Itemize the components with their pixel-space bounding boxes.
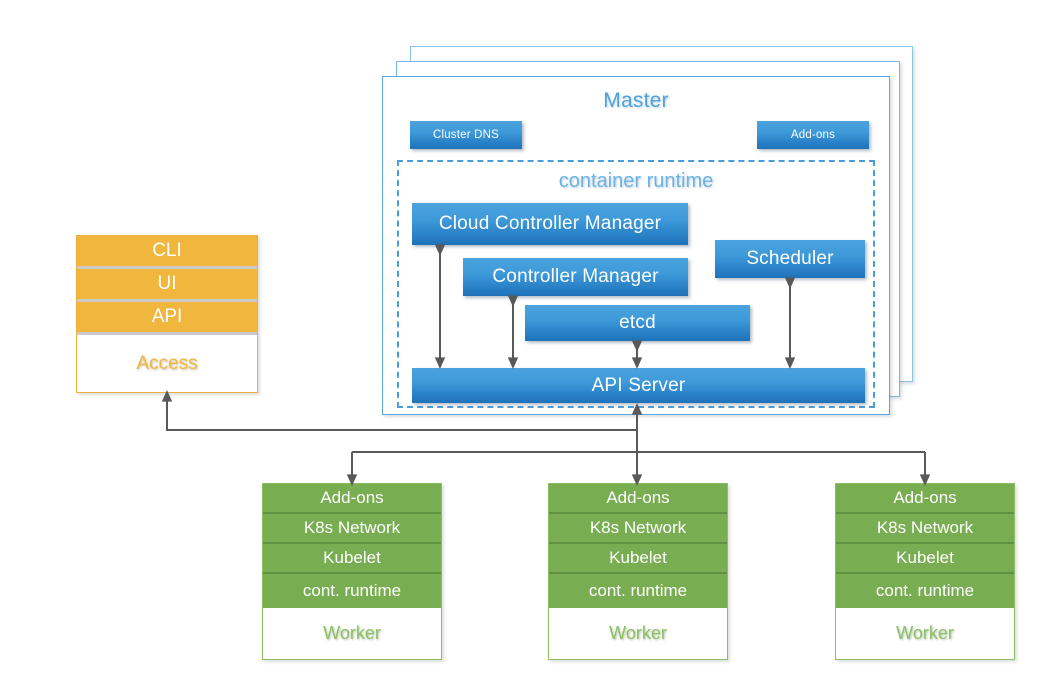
scheduler-label: Scheduler [746,248,834,269]
access-row-api-label: API [151,306,183,327]
worker-1-row-cont-runtime-label: cont. runtime [302,581,402,600]
worker-2-row-k8s-network-label: K8s Network [589,518,687,537]
worker-3-row-kubelet-label: Kubelet [896,548,954,567]
access-row-api[interactable]: API [77,302,257,335]
access-row-cli[interactable]: CLI [77,236,257,269]
worker-2-row-cont-runtime-label: cont. runtime [588,581,688,600]
worker-1-row-addons[interactable]: Add-ons [263,484,441,514]
worker-3-row-cont-runtime-label: cont. runtime [875,581,975,600]
controller-manager-box[interactable]: Controller Manager [463,258,688,296]
worker-1-row-k8s-network[interactable]: K8s Network [263,514,441,544]
worker-3-footer-label: Worker [836,608,1014,659]
worker-2-row-kubelet-label: Kubelet [609,548,667,567]
worker-1-row-k8s-network-label: K8s Network [303,518,401,537]
worker-3-row-k8s-network-label: K8s Network [876,518,974,537]
api-server-box[interactable]: API Server [412,368,865,403]
access-panel[interactable]: CLI UI API Access [76,235,258,393]
worker-1-row-cont-runtime[interactable]: cont. runtime [263,574,441,608]
access-row-cli-label: CLI [152,240,182,261]
worker-1-footer-label: Worker [263,608,441,659]
api-server-label: API Server [591,374,686,396]
access-footer-label: Access [77,335,257,392]
worker-2-row-addons-label: Add-ons [606,488,670,507]
worker-2-row-k8s-network[interactable]: K8s Network [549,514,727,544]
worker-1-row-addons-label: Add-ons [320,488,384,507]
master-title: Master [603,89,669,112]
access-row-ui-label: UI [157,273,177,294]
master-addons-label: Add-ons [790,129,836,141]
worker-2-footer-label: Worker [549,608,727,659]
worker-3-row-k8s-network[interactable]: K8s Network [836,514,1014,544]
worker-2-row-addons[interactable]: Add-ons [549,484,727,514]
worker-2-row-kubelet[interactable]: Kubelet [549,544,727,574]
worker-3-row-addons[interactable]: Add-ons [836,484,1014,514]
cluster-dns-box[interactable]: Cluster DNS [410,121,522,149]
worker-node-2[interactable]: Add-ons K8s Network Kubelet cont. runtim… [548,483,728,660]
cluster-dns-label: Cluster DNS [432,129,500,141]
worker-1-row-kubelet[interactable]: Kubelet [263,544,441,574]
worker-node-3[interactable]: Add-ons K8s Network Kubelet cont. runtim… [835,483,1015,660]
scheduler-box[interactable]: Scheduler [715,240,865,278]
worker-2-row-cont-runtime[interactable]: cont. runtime [549,574,727,608]
etcd-label: etcd [619,312,656,333]
access-row-ui[interactable]: UI [77,269,257,302]
worker-3-row-cont-runtime[interactable]: cont. runtime [836,574,1014,608]
etcd-box[interactable]: etcd [525,305,750,341]
controller-manager-label: Controller Manager [492,266,659,287]
worker-3-row-kubelet[interactable]: Kubelet [836,544,1014,574]
worker-1-row-kubelet-label: Kubelet [323,548,381,567]
cloud-controller-manager-box[interactable]: Cloud Controller Manager [412,203,688,245]
container-runtime-title: container runtime [558,170,714,192]
master-addons-box[interactable]: Add-ons [757,121,869,149]
worker-3-row-addons-label: Add-ons [893,488,957,507]
cloud-controller-manager-label: Cloud Controller Manager [438,213,662,234]
worker-node-1[interactable]: Add-ons K8s Network Kubelet cont. runtim… [262,483,442,660]
